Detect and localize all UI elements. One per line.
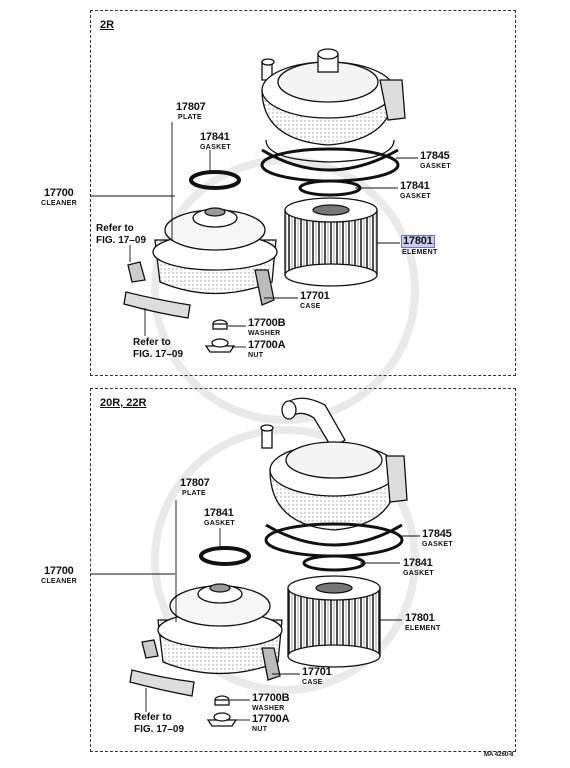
case-num-1: 17701: [300, 290, 330, 302]
nut-17700a-2: [206, 712, 238, 727]
refer-lower-line2-2[interactable]: FIG. 17–09: [134, 724, 185, 735]
gasket-17841-top-1: [189, 170, 241, 190]
gasket-right-upper-name-1: GASKET: [420, 163, 451, 170]
gasket-right-upper-num-2: 17845: [422, 528, 452, 540]
refer-lower-line2-1[interactable]: FIG. 17–09: [133, 349, 184, 360]
element-17801-1: [284, 197, 378, 287]
refer-upper-line1-1: Refer to: [96, 223, 134, 234]
panel-20r-22r: [90, 388, 516, 752]
gasket-top-name-2: GASKET: [204, 520, 235, 527]
footer-code: MA 4260-8: [484, 752, 514, 758]
cleaner-name-2: CLEANER: [41, 578, 77, 585]
plate-name-1: PLATE: [178, 114, 202, 121]
element-num-1[interactable]: 17801: [401, 235, 435, 248]
washer-num-2: 17700B: [252, 692, 290, 704]
gasket-right-lower-num-2: 17841: [403, 557, 433, 569]
washer-name-2: WASHER: [252, 705, 285, 712]
element-num-2: 17801: [405, 612, 435, 624]
washer-name-1: WASHER: [248, 330, 281, 337]
refer-upper-line2-1[interactable]: FIG. 17–09: [96, 235, 147, 246]
nut-num-1: 17700A: [248, 339, 286, 351]
case-name-1: CASE: [300, 303, 321, 310]
element-17801-2: [287, 575, 381, 668]
cleaner-name-1: CLEANER: [41, 200, 77, 207]
panel-title-2: 20R, 22R: [100, 397, 147, 409]
refer-lower-line1-1: Refer to: [133, 337, 171, 348]
case-name-2: CASE: [302, 679, 323, 686]
case-num-2: 17701: [302, 666, 332, 678]
bracket-strip-1: [123, 291, 191, 319]
plate-num-1: 17807: [176, 101, 206, 113]
element-name-2: ELEMENT: [405, 625, 441, 632]
gasket-17841-right-1: [298, 179, 362, 197]
case-17701-2: [141, 583, 283, 681]
cover-upper-1: [261, 48, 406, 172]
gasket-right-upper-name-2: GASKET: [422, 541, 453, 548]
gasket-right-lower-name-1: GASKET: [400, 193, 431, 200]
gasket-right-upper-num-1: 17845: [420, 150, 450, 162]
gasket-top-name-1: GASKET: [200, 144, 231, 151]
element-name-1: ELEMENT: [402, 249, 438, 256]
gasket-17841-top-2: [199, 546, 251, 566]
leaders-1: [90, 122, 418, 348]
gasket-right-lower-num-1: 17841: [400, 180, 430, 192]
gasket-right-lower-name-2: GASKET: [403, 570, 434, 577]
gasket-top-num-2: 17841: [204, 507, 234, 519]
nut-17700a-1: [204, 338, 236, 353]
nut-num-2: 17700A: [252, 713, 290, 725]
nut-name-2: NUT: [252, 726, 268, 733]
gasket-top-num-1: 17841: [200, 131, 230, 143]
plate-name-2: PLATE: [182, 490, 206, 497]
case-17701-1: [127, 207, 278, 306]
cleaner-num-2: 17700: [44, 565, 74, 577]
plate-num-2: 17807: [180, 477, 210, 489]
bracket-strip-2: [129, 669, 195, 697]
washer-17700b-1: [212, 319, 228, 330]
panel-title-1: 2R: [100, 19, 115, 31]
refer-lower-line1-2: Refer to: [134, 712, 172, 723]
panel-2r: [90, 10, 516, 376]
leaders-2: [90, 500, 420, 721]
nut-name-1: NUT: [248, 352, 264, 359]
cover-upper-2: [260, 397, 408, 547]
gasket-17841-right-2: [302, 554, 366, 572]
cleaner-num-1: 17700: [44, 187, 74, 199]
washer-17700b-2: [214, 695, 230, 706]
washer-num-1: 17700B: [248, 317, 286, 329]
